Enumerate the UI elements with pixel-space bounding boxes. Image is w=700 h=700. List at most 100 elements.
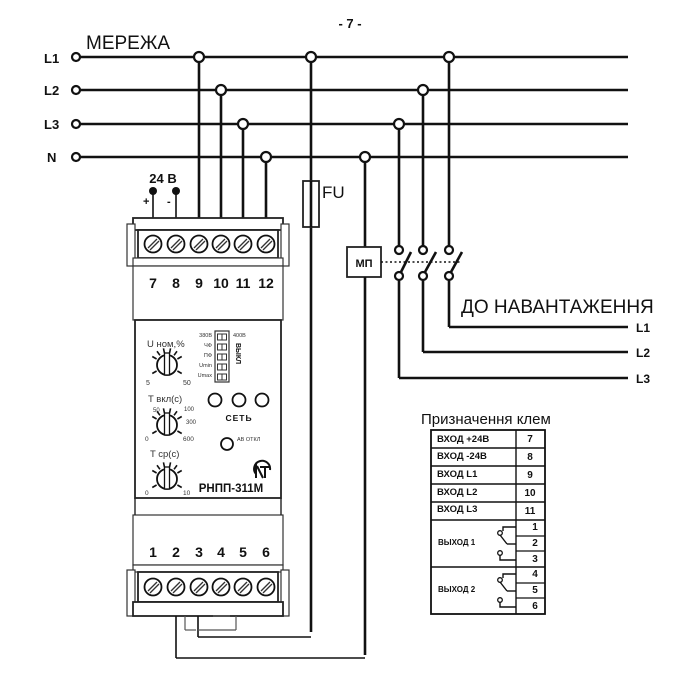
dip-switch-position[interactable] bbox=[217, 373, 227, 381]
table-row-name: ВХОД L3 bbox=[437, 504, 477, 515]
led-network-2 bbox=[231, 392, 247, 408]
knobs bbox=[151, 348, 183, 490]
bottom-terminal-number: 5 bbox=[239, 544, 247, 560]
contactor-coil: МП bbox=[346, 150, 462, 655]
table-row-4: ВХОД L3 11 bbox=[437, 504, 536, 517]
terminal-l1 bbox=[70, 51, 82, 63]
knob-1[interactable] bbox=[151, 408, 183, 436]
knob-tcp-min: 0 bbox=[145, 490, 149, 497]
dip-switch-position[interactable] bbox=[217, 333, 227, 341]
table-row-name: ВЫХОД 1 bbox=[438, 538, 476, 547]
table-row-terminal: 1 bbox=[532, 522, 538, 533]
top-terminal-screw[interactable] bbox=[189, 234, 209, 254]
terminal-l3 bbox=[70, 118, 82, 130]
leds-label: СЕТЬ bbox=[225, 413, 252, 423]
load-label-l3: L3 bbox=[636, 372, 650, 386]
top-terminal-screw[interactable] bbox=[256, 234, 276, 254]
knob-ton-label: T вкл(с) bbox=[148, 394, 182, 405]
knob-ton-max: 600 bbox=[183, 436, 194, 443]
knob-ton-mark-300: 300 bbox=[186, 420, 197, 426]
table-row-name: ВЫХОД 2 bbox=[438, 585, 476, 594]
output-wiring bbox=[175, 615, 365, 659]
table-row-6: ВЫХОД 2 4 5 6 bbox=[438, 569, 538, 612]
led-fault bbox=[220, 437, 234, 451]
led-network-1 bbox=[207, 392, 223, 408]
bottom-terminal-screw[interactable] bbox=[143, 577, 163, 597]
table-row-name: ВХОД L2 bbox=[437, 487, 477, 498]
manufacturer-logo bbox=[253, 459, 272, 479]
table-row-0: ВХОД +24В 7 bbox=[437, 434, 533, 445]
load-label-l2: L2 bbox=[636, 346, 650, 360]
knob-0[interactable] bbox=[151, 348, 183, 376]
bottom-terminal-screw[interactable] bbox=[211, 577, 231, 597]
table-row-name: ВХОД +24В bbox=[437, 434, 489, 445]
table-row-1: ВХОД -24В 8 bbox=[437, 451, 533, 463]
knob-ton-mark-50: 50 bbox=[153, 408, 160, 414]
knob-tcp-max: 10 bbox=[183, 490, 191, 497]
page-number: - 7 - bbox=[338, 16, 361, 31]
table-row-terminal: 11 bbox=[525, 506, 536, 517]
dip-switch-position[interactable] bbox=[217, 343, 227, 351]
table-row-name: ВХОД L1 bbox=[437, 469, 478, 480]
top-terminal-number: 12 bbox=[258, 275, 274, 291]
bottom-terminal-screw[interactable] bbox=[166, 577, 186, 597]
phase-label-l1: L1 bbox=[44, 51, 59, 66]
knob-u-min: 5 bbox=[146, 380, 150, 387]
top-terminal-screw[interactable] bbox=[211, 234, 231, 254]
network-bus: L1 L2 L3 N bbox=[44, 51, 628, 165]
fuse-wire: FU bbox=[302, 50, 345, 632]
dip-side-label: ВЫКЛ bbox=[234, 343, 241, 364]
top-terminal-number: 9 bbox=[195, 275, 203, 291]
top-terminal-number: 7 bbox=[149, 275, 157, 291]
bottom-terminal-screw[interactable] bbox=[256, 577, 276, 597]
relay-contact-symbols bbox=[497, 526, 516, 608]
table-row-5: ВЫХОД 1 1 2 3 bbox=[438, 522, 538, 565]
dip-right-label: 400В bbox=[233, 333, 246, 339]
knob-u-label: U ном,% bbox=[147, 339, 185, 350]
table-title: Призначення клем bbox=[421, 411, 551, 428]
dip-label-0: 380В bbox=[199, 333, 212, 339]
dip-label-2: ПФ bbox=[204, 353, 212, 359]
device-supply-wires bbox=[192, 50, 273, 218]
table-row-terminal: 4 bbox=[532, 569, 538, 580]
top-terminal-number: 8 bbox=[172, 275, 180, 291]
bottom-terminal-screw[interactable] bbox=[233, 577, 253, 597]
bottom-terminal-number: 1 bbox=[149, 544, 157, 560]
bottom-terminal-number: 4 bbox=[217, 544, 225, 560]
device-model: РНПП-311М bbox=[199, 483, 263, 495]
table-row-terminal: 10 bbox=[524, 488, 536, 499]
bottom-terminal-number: 6 bbox=[262, 544, 270, 560]
dip-label-3: Umin bbox=[199, 363, 212, 369]
top-terminal-screw[interactable] bbox=[143, 234, 163, 254]
load-title: ДО НАВАНТАЖЕННЯ bbox=[461, 297, 654, 318]
terminal-l2 bbox=[70, 84, 82, 96]
table-row-terminal: 7 bbox=[527, 434, 533, 445]
phase-label-l3: L3 bbox=[44, 117, 59, 132]
supply-voltage-label: 24 В bbox=[149, 171, 176, 186]
table-row-terminal: 2 bbox=[532, 538, 538, 549]
dip-switch-position[interactable] bbox=[217, 353, 227, 361]
table-row-3: ВХОД L2 10 bbox=[437, 487, 536, 499]
table-row-terminal: 3 bbox=[532, 554, 538, 565]
fuse-label: FU bbox=[322, 183, 345, 202]
phase-label-n: N bbox=[47, 150, 56, 165]
contactor-contacts bbox=[392, 50, 628, 380]
knob-2[interactable] bbox=[151, 462, 183, 490]
top-terminal-screw[interactable] bbox=[166, 234, 186, 254]
bottom-terminal-screw[interactable] bbox=[189, 577, 209, 597]
dip-label-1: ЧФ bbox=[204, 343, 212, 349]
knob-u-max: 50 bbox=[183, 380, 191, 387]
top-terminal-number: 11 bbox=[236, 275, 251, 291]
dip-label-4: Umax bbox=[198, 373, 213, 379]
top-terminal-screw[interactable] bbox=[233, 234, 253, 254]
table-row-terminal: 8 bbox=[527, 452, 533, 463]
dip-switch-position[interactable] bbox=[217, 363, 227, 371]
terminal-assignment-table: Призначення клем ВХОД +24В 7 ВХОД -24В 8… bbox=[421, 411, 551, 615]
contactor-label: МП bbox=[355, 258, 372, 270]
table-row-terminal: 6 bbox=[532, 601, 538, 612]
dip-switch-positions bbox=[217, 333, 227, 381]
